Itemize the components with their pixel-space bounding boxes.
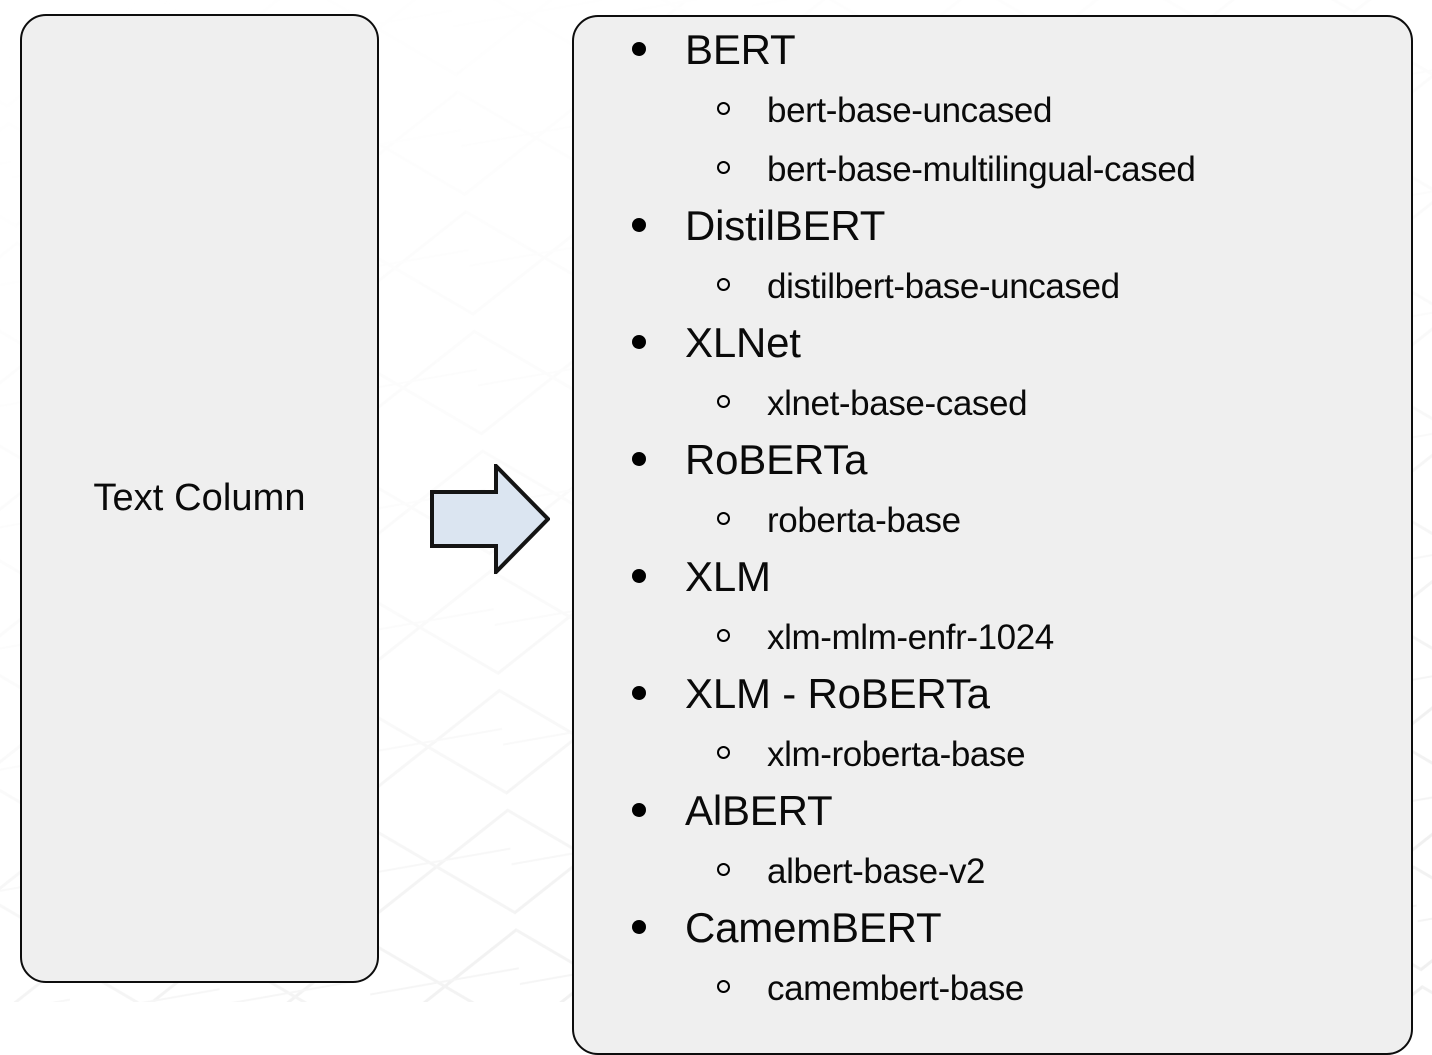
model-group: DistilBERT distilbert-base-uncased — [574, 201, 1411, 318]
model-family-label: CamemBERT — [685, 904, 942, 951]
model-family-label: XLM — [685, 553, 771, 600]
bullet-circle-icon — [717, 395, 730, 408]
model-family-row[interactable]: CamemBERT — [574, 903, 1411, 961]
model-checkpoint-label: bert-base-multilingual-cased — [767, 150, 1196, 189]
model-family-row[interactable]: BERT — [574, 25, 1411, 83]
model-group: XLM - RoBERTa xlm-roberta-base — [574, 669, 1411, 786]
right-arrow-icon — [430, 464, 550, 574]
model-checkpoint-row[interactable]: roberta-base — [574, 493, 1411, 552]
bullet-disc-icon — [632, 452, 646, 466]
model-checkpoint-label: xlnet-base-cased — [767, 384, 1028, 423]
model-family-row[interactable]: DistilBERT — [574, 201, 1411, 259]
model-list: BERT bert-base-uncased bert-base-multiling… — [574, 17, 1411, 1020]
model-checkpoint-row[interactable]: bert-base-multilingual-cased — [574, 142, 1411, 201]
model-checkpoint-row[interactable]: camembert-base — [574, 961, 1411, 1020]
model-group: RoBERTa roberta-base — [574, 435, 1411, 552]
bullet-circle-icon — [717, 980, 730, 993]
bullet-disc-icon — [632, 569, 646, 583]
model-group: BERT bert-base-uncased bert-base-multiling… — [574, 25, 1411, 201]
model-checkpoint-label: albert-base-v2 — [767, 852, 986, 891]
text-column-box[interactable]: Text Column — [20, 14, 379, 983]
model-family-label: DistilBERT — [685, 202, 886, 249]
model-family-row[interactable]: AlBERT — [574, 786, 1411, 844]
text-column-label: Text Column — [93, 476, 306, 519]
model-family-label: XLM - RoBERTa — [685, 670, 990, 717]
model-family-row[interactable]: XLM - RoBERTa — [574, 669, 1411, 727]
model-family-label: RoBERTa — [685, 436, 868, 483]
bullet-disc-icon — [632, 803, 646, 817]
model-checkpoint-row[interactable]: xlnet-base-cased — [574, 376, 1411, 435]
model-family-row[interactable]: XLNet — [574, 318, 1411, 376]
bullet-disc-icon — [632, 42, 646, 56]
model-family-row[interactable]: RoBERTa — [574, 435, 1411, 493]
model-checkpoint-row[interactable]: xlm-mlm-enfr-1024 — [574, 610, 1411, 669]
bullet-disc-icon — [632, 920, 646, 934]
model-checkpoint-label: distilbert-base-uncased — [767, 267, 1120, 306]
bullet-disc-icon — [632, 218, 646, 232]
bullet-circle-icon — [717, 102, 730, 115]
bullet-circle-icon — [717, 746, 730, 759]
model-group: XLNet xlnet-base-cased — [574, 318, 1411, 435]
model-family-label: BERT — [685, 26, 796, 73]
model-checkpoint-row[interactable]: bert-base-uncased — [574, 83, 1411, 142]
model-group: XLM xlm-mlm-enfr-1024 — [574, 552, 1411, 669]
model-family-row[interactable]: XLM — [574, 552, 1411, 610]
bullet-circle-icon — [717, 161, 730, 174]
bullet-circle-icon — [717, 278, 730, 291]
bullet-disc-icon — [632, 686, 646, 700]
model-family-label: AlBERT — [685, 787, 833, 834]
bullet-circle-icon — [717, 863, 730, 876]
model-checkpoint-label: xlm-roberta-base — [767, 735, 1026, 774]
model-checkpoint-row[interactable]: albert-base-v2 — [574, 844, 1411, 903]
model-group: AlBERT albert-base-v2 — [574, 786, 1411, 903]
bullet-circle-icon — [717, 512, 730, 525]
model-family-label: XLNet — [685, 319, 801, 366]
bullet-circle-icon — [717, 629, 730, 642]
model-checkpoint-label: bert-base-uncased — [767, 91, 1053, 130]
model-checkpoint-row[interactable]: distilbert-base-uncased — [574, 259, 1411, 318]
model-checkpoint-row[interactable]: xlm-roberta-base — [574, 727, 1411, 786]
bullet-disc-icon — [632, 335, 646, 349]
model-checkpoint-label: xlm-mlm-enfr-1024 — [767, 618, 1054, 657]
model-checkpoint-label: camembert-base — [767, 969, 1025, 1008]
model-checkpoint-label: roberta-base — [767, 501, 961, 540]
model-group: CamemBERT camembert-base — [574, 903, 1411, 1020]
transformer-models-box[interactable]: BERT bert-base-uncased bert-base-multiling… — [572, 15, 1413, 1055]
